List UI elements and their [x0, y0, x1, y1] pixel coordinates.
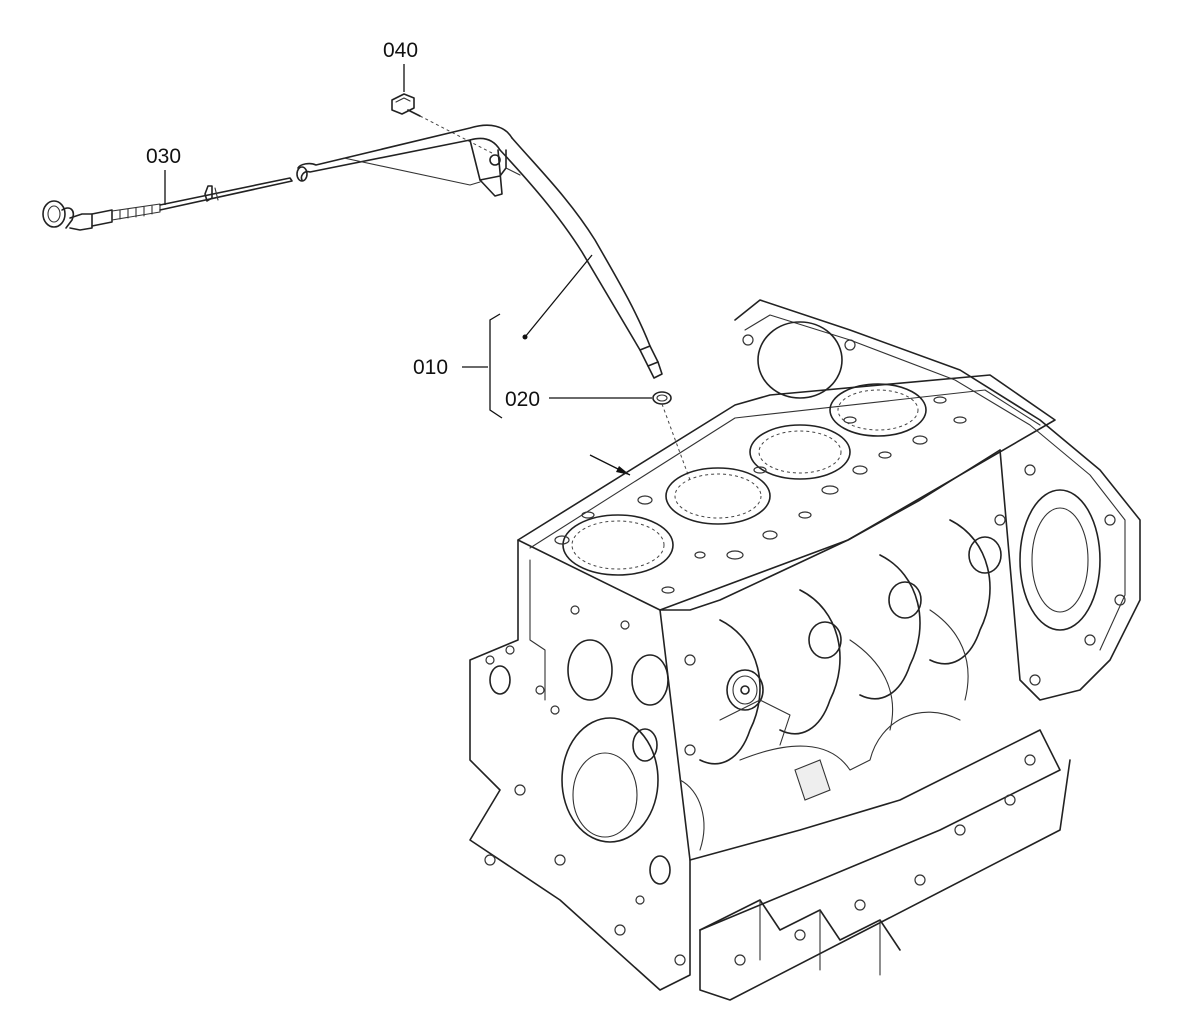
leader-010-dot	[522, 334, 528, 340]
bolt-icon	[391, 93, 493, 154]
callout-030-label: 030	[146, 145, 181, 168]
bracket-010	[489, 313, 503, 419]
callout-020-label: 020	[505, 388, 540, 411]
dipstick-guide-tube-icon	[296, 124, 663, 379]
callout-010-label: 010	[413, 356, 448, 379]
leader-010-tube	[524, 254, 593, 338]
dipstick-icon	[42, 177, 293, 231]
arrow-icon	[589, 454, 631, 476]
o-ring-icon	[652, 391, 691, 481]
engine-block-icon	[469, 299, 1141, 1001]
leader-lines	[164, 64, 652, 419]
callout-040-label: 040	[383, 39, 418, 62]
